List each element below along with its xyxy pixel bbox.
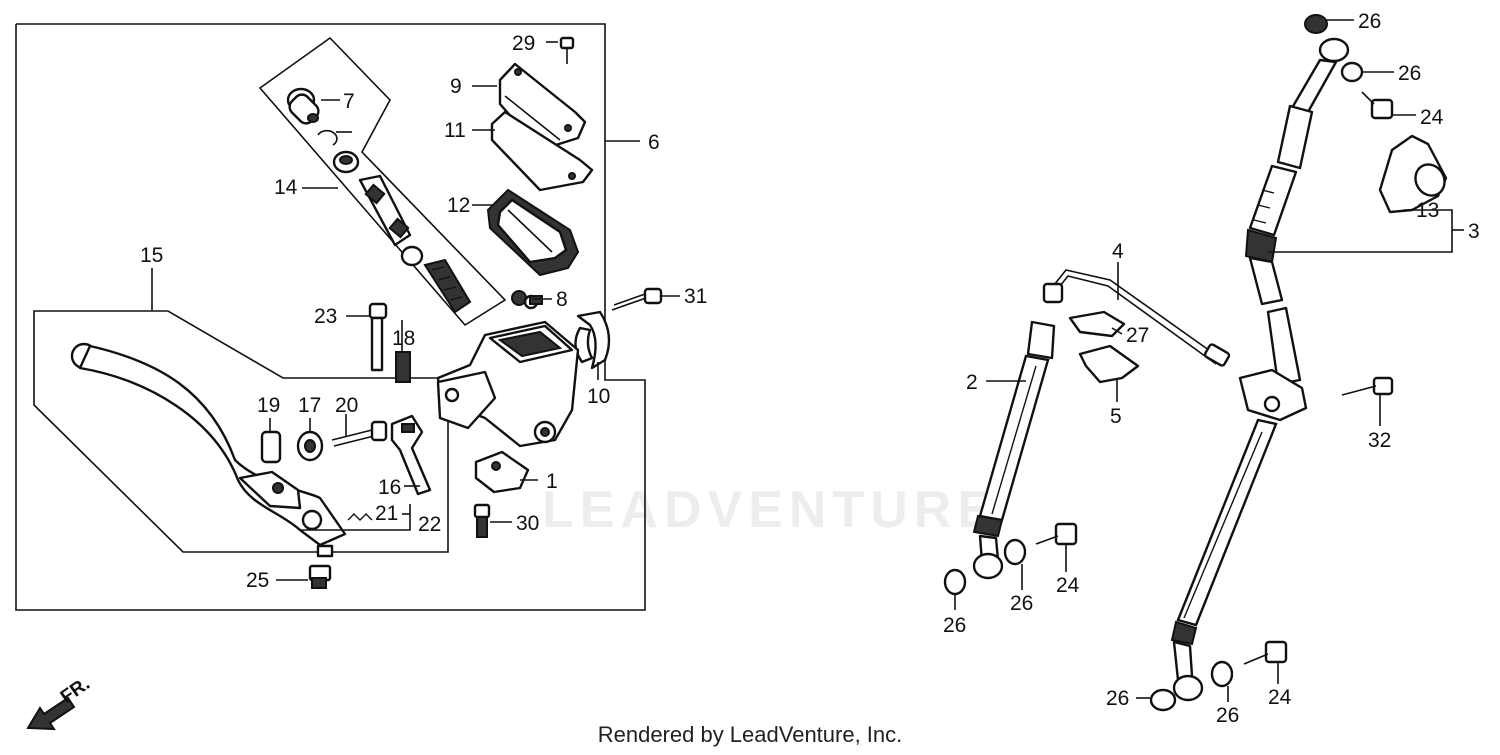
part-23-bolt (368, 302, 388, 372)
part-26-washer-3 (1149, 688, 1177, 712)
footer-credit: Rendered by LeadVenture, Inc. (597, 722, 903, 747)
callout-15: 15 (140, 244, 163, 267)
callout-3: 3 (1468, 220, 1480, 243)
callout-19: 19 (257, 394, 280, 417)
callout-1: 1 (546, 470, 558, 493)
callout-27: 27 (1126, 324, 1149, 347)
callout-26-left: 26 (943, 614, 966, 637)
front-direction-arrow-icon (26, 696, 76, 731)
callout-9: 9 (450, 75, 462, 98)
callout-4: 4 (1112, 240, 1124, 263)
part-3-upper-brake-hose (1244, 14, 1350, 306)
callout-26-mid: 26 (1010, 592, 1033, 615)
callout-24-bottom: 24 (1268, 686, 1292, 709)
callout-29: 29 (512, 32, 535, 55)
lever-assembly-outline (33, 310, 449, 553)
callout-26-second: 26 (1398, 62, 1421, 85)
part-27-clip (1068, 310, 1126, 338)
part-20-screw (331, 420, 388, 447)
part-26-washer-2 (1003, 538, 1027, 566)
part-19-collar (260, 430, 282, 464)
callout-26-bottom-left: 26 (1106, 687, 1129, 710)
left-leader-lines (151, 41, 680, 581)
part-25-nut (308, 564, 332, 589)
part-5-bracket (1078, 344, 1140, 384)
part-24-bolt-top (1361, 91, 1394, 120)
callout-8: 8 (556, 288, 568, 311)
part-13-cap (1378, 134, 1448, 214)
callout-24-mid: 24 (1056, 574, 1080, 597)
part-21-spring (347, 513, 373, 521)
callout-17: 17 (298, 394, 321, 417)
part-12-diaphragm (486, 188, 580, 277)
callout-20: 20 (335, 394, 358, 417)
master-cylinder-assembly-outline (15, 23, 646, 611)
part-24-bolt-mid (1035, 522, 1078, 546)
callout-26-bottom: 26 (1216, 704, 1239, 727)
hose-joint (1238, 306, 1308, 422)
callout-32: 32 (1368, 429, 1391, 452)
piston-kit-outline (258, 36, 507, 327)
callout-16: 16 (378, 476, 401, 499)
part-24-bolt-bottom (1243, 640, 1288, 665)
part-1-switch (474, 450, 530, 494)
callout-22: 22 (418, 513, 441, 536)
master-cylinder-body (436, 320, 580, 448)
part-7-boot (286, 87, 320, 125)
leadventure-watermark: LEADVENTURE (541, 481, 999, 539)
part-14-piston-kit (332, 150, 472, 314)
part-17-nut (296, 430, 324, 462)
callout-31: 31 (684, 285, 707, 308)
part-2-brake-hose (972, 320, 1056, 580)
callout-11: 11 (444, 119, 466, 142)
part-30-screw (473, 503, 491, 538)
callout-2: 2 (966, 371, 978, 394)
callout-14: 14 (274, 176, 298, 199)
part-32-bolt (1341, 376, 1394, 396)
part-26-washer-1 (943, 568, 967, 596)
callout-7: 7 (343, 90, 355, 113)
callout-23: 23 (314, 305, 337, 328)
part-11-diaphragm-plate (490, 110, 594, 192)
callout-30: 30 (516, 512, 539, 535)
part-16-pivot (390, 414, 432, 496)
part-31-bolt (611, 287, 663, 311)
part-26-washer-top (1340, 61, 1364, 83)
right-leader-lines (954, 19, 1464, 702)
callout-10: 10 (587, 385, 610, 408)
callout-26-top: 26 (1358, 10, 1381, 33)
part-10-holder (574, 310, 611, 370)
part-15-brake-lever (70, 342, 347, 558)
callout-25: 25 (246, 569, 269, 592)
callout-12: 12 (447, 194, 470, 217)
part-26-washer-4 (1210, 660, 1234, 688)
part-4-brake-pipe (1042, 269, 1231, 367)
callout-18: 18 (392, 327, 415, 350)
lower-right-brake-hose (1170, 418, 1278, 702)
callout-5: 5 (1110, 405, 1122, 428)
part-28-circlip (317, 129, 338, 146)
callout-13: 13 (1416, 199, 1439, 222)
part-18-spring (395, 351, 411, 383)
callout-24-top: 24 (1420, 106, 1444, 129)
callout-6: 6 (648, 131, 660, 154)
part-9-reservoir-cap (498, 62, 587, 152)
callout-21: 21 (375, 502, 398, 525)
part-29-screw (559, 36, 575, 64)
